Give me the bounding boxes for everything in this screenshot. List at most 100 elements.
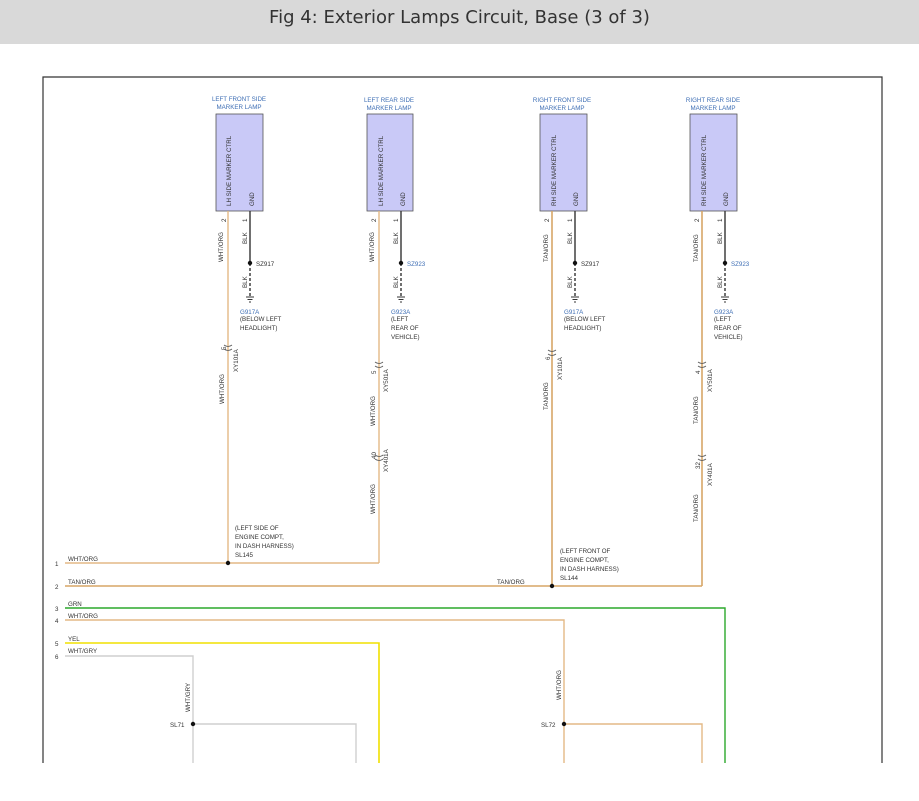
connector-icon <box>374 454 384 461</box>
wire-label: BLK <box>393 275 400 288</box>
splice-note: (LEFT FRONT OF <box>560 548 611 555</box>
ctrl-pin-label: LH SIDE MARKER CTRL <box>378 135 385 206</box>
rail-number: 5 <box>55 641 59 648</box>
pin-number-a: 2 <box>544 218 551 222</box>
splice-id: SL145 <box>235 552 253 559</box>
wire-label: TAN/ORG <box>543 234 550 262</box>
wire-label: WHT/ORG <box>370 484 377 514</box>
connector-icon <box>697 361 707 368</box>
connector-label: XY501A <box>383 368 390 392</box>
connector-icon <box>697 454 707 461</box>
pin-number-a: 2 <box>694 218 701 222</box>
splice-note: IN DASH HARNESS) <box>560 566 619 573</box>
splice-label: SZ917 <box>256 261 275 268</box>
ground-desc: VEHICLE) <box>714 334 743 341</box>
pin-number-b: 1 <box>567 218 574 222</box>
wire-label: WHT/ORG <box>369 232 376 262</box>
splice-dot <box>398 260 404 266</box>
component-name-line2: MARKER LAMP <box>690 105 735 112</box>
ground-desc: REAR OF <box>391 325 419 332</box>
rail-number: 1 <box>55 561 59 568</box>
wire-label: BLK <box>393 231 400 244</box>
component-left-rear-side-marker-lamp: LEFT REAR SIDE MARKER LAMP LH SIDE MARKE… <box>364 97 414 222</box>
splice-note: IN DASH HARNESS) <box>235 543 294 550</box>
ctrl-pin-label: RH SIDE MARKER CTRL <box>701 134 708 206</box>
wire-label: WHT/ORG <box>218 232 225 262</box>
ground-label: G923A <box>714 309 734 316</box>
wire-label: TAN/ORG <box>693 396 700 424</box>
component-right-front-side-marker-lamp: RIGHT FRONT SIDE MARKER LAMP RH SIDE MAR… <box>533 97 591 222</box>
sl72-branches <box>563 723 703 763</box>
wire-label: BLK <box>717 275 724 288</box>
page-title: Fig 4: Exterior Lamps Circuit, Base (3 o… <box>269 7 650 28</box>
ground-desc: (LEFT <box>714 316 731 323</box>
ctrl-pin-label: RH SIDE MARKER CTRL <box>551 134 558 206</box>
sl71-branch <box>193 723 357 763</box>
component-box <box>539 113 588 212</box>
connector-pin: 4 <box>695 370 702 374</box>
pin-number-b: 1 <box>242 218 249 222</box>
ground-desc: VEHICLE) <box>391 334 420 341</box>
component-left-front-side-marker-lamp: LEFT FRONT SIDE MARKER LAMP LH SIDE MARK… <box>212 96 266 222</box>
ctrl-pin-label: LH SIDE MARKER CTRL <box>226 135 233 206</box>
wire-label: BLK <box>567 231 574 244</box>
wire-label: WHT/GRY <box>185 683 192 712</box>
component-name-line1: RIGHT REAR SIDE <box>686 97 740 104</box>
rail-wire-label: YEL <box>68 636 80 643</box>
splice-id: SL144 <box>560 575 578 582</box>
rail-5-wire <box>65 642 380 763</box>
splice-label: SZ917 <box>581 261 600 268</box>
rail-wire-label: TAN/ORG <box>497 579 525 586</box>
splice-label: SZ923 <box>407 261 426 268</box>
splice-dot-sl71 <box>190 721 196 727</box>
component-name-line2: MARKER LAMP <box>216 104 261 111</box>
ground-symbol-icon <box>721 296 729 303</box>
splice-dot-sl145 <box>225 560 231 566</box>
rail-number: 2 <box>55 584 59 591</box>
wire-label: TAN/ORG <box>693 494 700 522</box>
splice-dot <box>722 260 728 266</box>
splice-note: ENGINE COMPT, <box>560 557 609 564</box>
gnd-pin-label: GND <box>573 192 580 206</box>
splice-id: SL72 <box>541 722 556 729</box>
connector-label: XY101A <box>557 356 564 380</box>
wire-label: WHT/ORG <box>370 396 377 426</box>
title-bar: Fig 4: Exterior Lamps Circuit, Base (3 o… <box>0 0 919 44</box>
connector-pin: 40 <box>371 452 378 459</box>
rail-wire-label: GRN <box>68 601 82 608</box>
component-name-line1: RIGHT FRONT SIDE <box>533 97 591 104</box>
rail-wire-label: WHT/ORG <box>68 556 98 563</box>
connector-pin: 6 <box>545 356 552 360</box>
wire-label: BLK <box>717 231 724 244</box>
connector-label: XY101A <box>233 348 240 372</box>
rail-3-wire <box>65 607 726 763</box>
ground-desc: (BELOW LEFT <box>240 316 281 323</box>
gnd-pin-label: GND <box>249 192 256 206</box>
ground-label: G917A <box>564 309 584 316</box>
pin-number-a: 2 <box>221 218 228 222</box>
ground-desc: REAR OF <box>714 325 742 332</box>
component-name-line2: MARKER LAMP <box>539 105 584 112</box>
rail-wire-label: WHT/GRY <box>68 648 97 655</box>
splice-dot <box>247 260 253 266</box>
wire-label: WHT/ORG <box>219 374 226 404</box>
connector-pin: 5 <box>221 346 228 350</box>
component-box <box>366 113 414 212</box>
splice-dot-sl72 <box>561 721 567 727</box>
connector-label: XY501A <box>707 368 714 392</box>
connector-icon <box>223 344 233 351</box>
rail-number: 4 <box>55 618 59 625</box>
ground-desc: (BELOW LEFT <box>564 316 605 323</box>
wire-label: BLK <box>567 275 574 288</box>
component-name-line1: LEFT FRONT SIDE <box>212 96 266 103</box>
splice-label: SZ923 <box>731 261 750 268</box>
wire-label: WHT/ORG <box>556 670 563 700</box>
rail-6-wire <box>65 655 194 763</box>
pin-number-b: 1 <box>717 218 724 222</box>
rail-number: 6 <box>55 654 59 661</box>
pin-number-a: 2 <box>371 218 378 222</box>
ground-symbol-icon <box>397 296 405 303</box>
connector-label: XY401A <box>707 462 714 486</box>
diagram-frame <box>42 76 883 763</box>
